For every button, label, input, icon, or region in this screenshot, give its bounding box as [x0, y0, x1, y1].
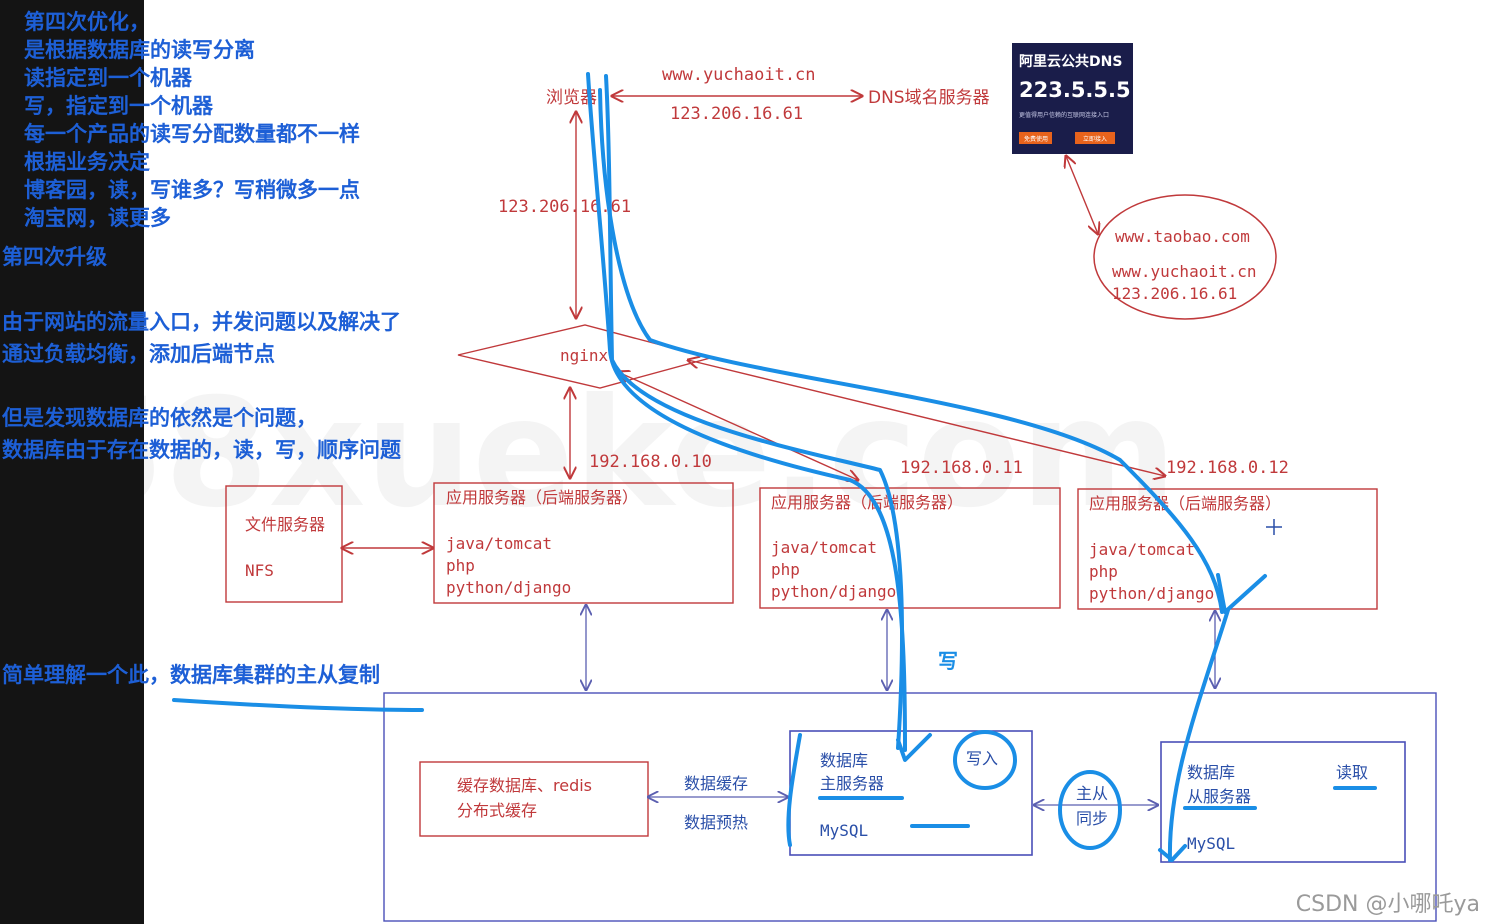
app-server-2-line1: java/tomcat: [771, 538, 877, 557]
db-slave-tag: 读取: [1336, 763, 1368, 782]
db-slave-sub: 从服务器: [1187, 787, 1251, 806]
app-server-2: 应用服务器（后端服务器） java/tomcat php python/djan…: [759, 487, 1061, 609]
note-line-6: 根据业务决定: [24, 150, 150, 174]
write-check-mark: [896, 733, 932, 762]
dns-card-sub: 更值得用户信赖的互联网连接入口: [1019, 111, 1109, 119]
note-line-7: 博客园，读，写谁多？写稍微多一点: [24, 178, 360, 202]
master-left-stroke: [786, 733, 802, 847]
note-upgrade: 第四次升级: [2, 245, 107, 269]
slave-arrow-head: [1158, 844, 1187, 862]
dns-record-1: www.taobao.com: [1115, 227, 1250, 246]
app-server-2-line2: php: [771, 560, 800, 579]
dns-record-circle: [1093, 194, 1277, 320]
note-line-3: 读指定到一个机器: [24, 66, 192, 90]
app-server-3-line2: php: [1089, 562, 1118, 581]
flow-path-write: [586, 72, 907, 752]
blue-annotations: [172, 72, 1377, 862]
dns-card-btn2-label: 立即接入: [1083, 135, 1107, 143]
dns-card-btn1-label: 免费使用: [1024, 135, 1048, 143]
note-line-4: 写，指定到一个机器: [24, 94, 213, 118]
note-line-5: 每一个产品的读写分配数量都不一样: [24, 122, 360, 146]
app-server-3: 应用服务器（后端服务器） java/tomcat php python/djan…: [1077, 488, 1378, 610]
db-master-sub: 主服务器: [820, 774, 884, 793]
app-server-1-line2: php: [446, 556, 475, 575]
app-server-1: 应用服务器（后端服务器） java/tomcat php python/djan…: [433, 482, 734, 604]
crosshair-icon: [1266, 519, 1282, 535]
db-master-title: 数据库: [820, 751, 868, 770]
db-cluster-box: [383, 692, 1437, 922]
note-mid-2: 通过负载均衡，添加后端节点: [2, 342, 275, 366]
cache-arrow-label1: 数据缓存: [684, 774, 748, 793]
note-line-8: 淘宝网，读更多: [24, 206, 171, 230]
dns-card-title: 阿里云公共DNS: [1019, 53, 1122, 70]
write-label: 写: [938, 649, 958, 673]
ip-app2: 192.168.0.11: [900, 458, 1023, 478]
note-db-2: 数据库由于存在数据的，读，写，顺序问题: [2, 438, 401, 462]
left-dark-bar: [0, 0, 144, 924]
nginx-label: nginx: [560, 346, 609, 365]
dns-record-2: www.yuchaoit.cn: [1112, 262, 1257, 281]
db-slave-engine: MySQL: [1187, 834, 1235, 853]
app-server-2-title: 应用服务器（后端服务器）: [771, 493, 963, 512]
dns-card-btn1[interactable]: [1019, 132, 1052, 144]
app-server-1-line1: java/tomcat: [446, 534, 552, 553]
browser-label: 浏览器: [546, 88, 597, 108]
write-tag-circle: [953, 730, 1017, 790]
read-to-slave-path: [1167, 608, 1230, 862]
file-server-sub: NFS: [245, 561, 274, 580]
dns-card-arrow: [1066, 156, 1098, 234]
app-server-3-title: 应用服务器（后端服务器）: [1089, 494, 1281, 513]
note-db-1: 但是发现数据库的依然是个问题，: [2, 406, 317, 430]
cache-line1: 缓存数据库、redis: [457, 776, 592, 795]
app-server-2-line3: python/django: [771, 582, 896, 601]
cache-arrow-label2: 数据预热: [684, 813, 748, 832]
note-line-2: 是根据数据库的读写分离: [24, 38, 255, 62]
ip-top-label: 123.206.16.61: [670, 104, 803, 124]
dns-card-ip: 223.5.5.5: [1019, 78, 1131, 102]
flow-path-read: [598, 88, 1224, 614]
app-server-3-line3: python/django: [1089, 584, 1214, 603]
bottom-note-underline: [172, 698, 424, 712]
ip-app1: 192.168.0.10: [589, 452, 712, 472]
app-server-3-line1: java/tomcat: [1089, 540, 1195, 559]
db-master-tag: 写入: [966, 749, 998, 768]
note-bottom: 简单理解一个此，数据库集群的主从复制: [2, 663, 380, 687]
dns-server-label: DNS域名服务器: [868, 88, 990, 108]
ip-app3: 192.168.0.12: [1166, 458, 1289, 478]
nginx-app3-arrow: [688, 360, 1165, 476]
csdn-watermark: CSDN @小哪吒ya: [1295, 892, 1480, 917]
sync-circle: [1058, 770, 1122, 850]
note-mid-1: 由于网站的流量入口，并发问题以及解决了: [2, 310, 401, 334]
dns-card-btn2[interactable]: [1075, 132, 1115, 144]
db-master-engine: MySQL: [820, 821, 868, 840]
db-slave-box: [1160, 741, 1406, 863]
note-line-1: 第四次优化，: [24, 10, 150, 34]
dns-record-3: 123.206.16.61: [1112, 284, 1237, 303]
app-server-1-line3: python/django: [446, 578, 571, 597]
read-check-mark: [1216, 573, 1267, 614]
cache-box: [419, 761, 649, 837]
sync-label2: 同步: [1076, 809, 1108, 828]
domain-label: www.yuchaoit.cn: [662, 65, 816, 85]
app-server-1-title: 应用服务器（后端服务器）: [446, 488, 638, 507]
db-slave-title: 数据库: [1187, 763, 1235, 782]
sync-label1: 主从: [1076, 784, 1108, 803]
file-server-title: 文件服务器: [245, 515, 325, 534]
cache-line2: 分布式缓存: [457, 801, 537, 820]
